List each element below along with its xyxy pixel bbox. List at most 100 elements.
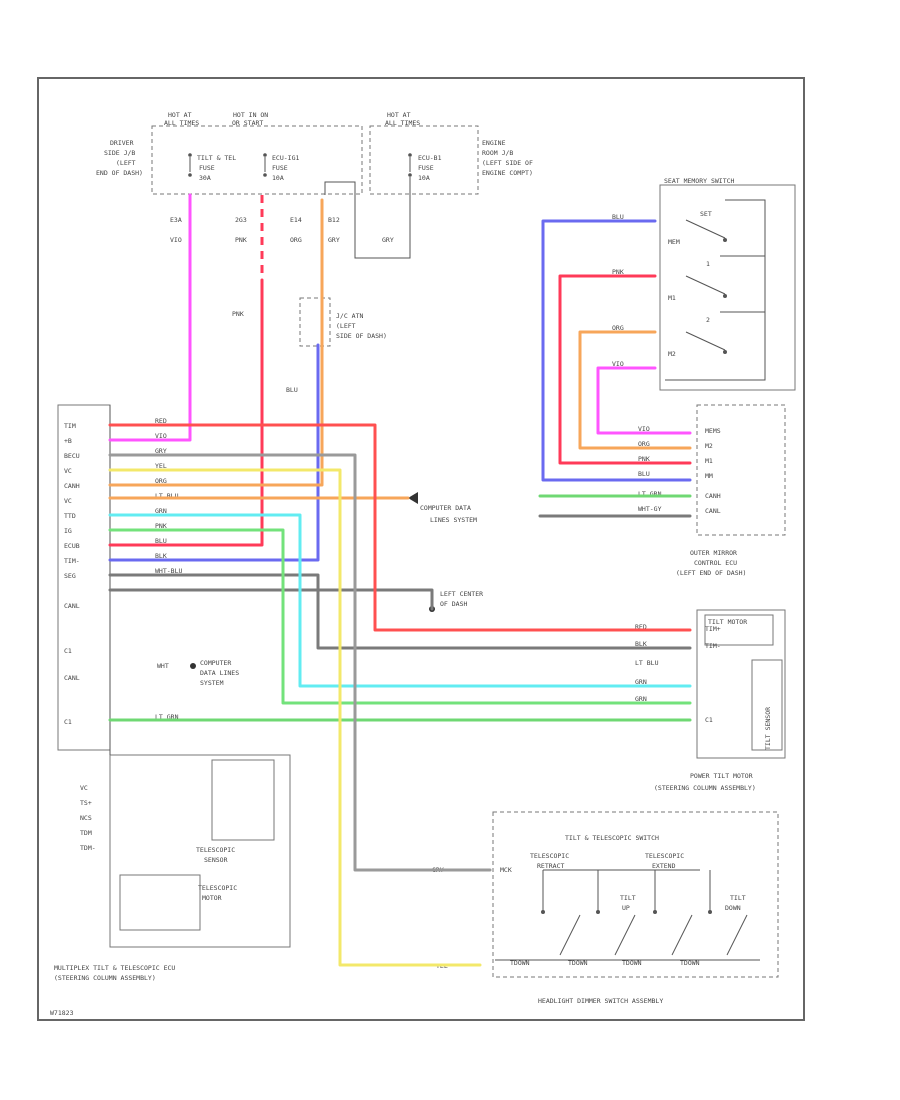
grp-4: TILT — [730, 894, 746, 902]
ecu-pin2-3: TDM — [80, 829, 92, 837]
driver-jb-1: DRIVER — [110, 139, 134, 147]
ecu-wire-8: BLU — [155, 537, 167, 545]
ecu-pin2-1: TS+ — [80, 799, 92, 807]
conn-c3: E14 — [290, 216, 302, 224]
wire-seat-org — [578, 330, 692, 450]
tm-title-2: (STEERING COLUMN ASSEMBLY) — [654, 784, 756, 792]
wire-org-canh — [108, 198, 324, 487]
ecu-pin-15: C1 — [64, 647, 72, 655]
driver-jb-4: END OF DASH) — [96, 169, 143, 177]
computer-data-lines: COMPUTER DATA LINES SYSTEM COMPUTER DATA… — [157, 492, 477, 687]
om-title-1: OUTER MIRROR — [690, 549, 737, 557]
ecu-pin-9: TIM- — [64, 557, 80, 565]
om-pin-3: MM — [705, 472, 713, 480]
ecu-wire-4: ORG — [155, 477, 167, 485]
om-pin-4: CANH — [705, 492, 721, 500]
ecu-wire-5: LT BLU — [155, 492, 179, 500]
ecu-wire-2: GRY — [155, 447, 167, 455]
ecu-lower-box — [109, 754, 291, 948]
seat-pin-m2: M2 — [668, 350, 676, 358]
pos-1: TDOWN — [510, 959, 530, 967]
om-pin-2: M1 — [705, 457, 713, 465]
fuse3-1: ECU-B1 — [418, 154, 442, 162]
splice-3: SIDE OF DASH) — [336, 332, 387, 340]
om-pin-0: MEMS — [705, 427, 721, 435]
wire-yel — [108, 468, 482, 967]
comp-b-2: DATA LINES — [200, 669, 239, 677]
multiplex-ecu: TIM+BBECUVCCANHVCTTDIGECUBTIM-SEGCANLC1R… — [54, 404, 291, 982]
comp-wht: WHT — [157, 662, 169, 670]
pin-mck: MCK — [500, 866, 512, 874]
om-wire-3: BLU — [638, 470, 650, 478]
ecu-pin-4: CANH — [64, 482, 80, 490]
fuse1-1: TILT & TEL — [197, 154, 236, 162]
fuse-section: HOT AT ALL TIMES HOT IN ON OR START HOT … — [96, 111, 533, 259]
ecu-pin2-2: NCS — [80, 814, 92, 822]
ecu-wire-9: BLK — [155, 552, 167, 560]
ground-2: OF DASH — [440, 600, 467, 608]
ecu-pin-3: VC — [64, 467, 72, 475]
fuse1-2: FUSE — [199, 164, 215, 172]
ecu-pin2-0: VC — [80, 784, 88, 792]
seat-wire-0: BLU — [612, 213, 624, 221]
ecu-wire-7: PNK — [155, 522, 167, 530]
grp-1: TELESCOPIC — [530, 852, 569, 860]
fuse3-3: 10A — [418, 174, 430, 182]
ecu-wire-c1: C1 — [64, 718, 72, 726]
conn-c1w: VIO — [170, 236, 182, 244]
ecu-pin-7: IG — [64, 527, 72, 535]
hot3-line2: ALL TIMES — [385, 119, 420, 127]
seat-switch-title: SEAT MEMORY SWITCH — [664, 177, 735, 185]
hot2-line1: HOT IN ON — [233, 111, 268, 119]
hot2-line2: OR START — [232, 119, 263, 127]
fuse2-2: FUSE — [272, 164, 288, 172]
tm-wire-0: RED — [635, 623, 647, 631]
fuse2-1: ECU-IG1 — [272, 154, 299, 162]
comp-a-2: LINES SYSTEM — [430, 516, 477, 524]
tilt-switch-title: TILT & TELESCOPIC SWITCH — [565, 834, 659, 842]
tilt-sensor-box — [751, 659, 783, 751]
fuse-symbol-3 — [408, 153, 412, 177]
seat-memory-switch: SEAT MEMORY SWITCH SET 1 2 MEM M1 M2 — [659, 177, 796, 391]
diagram-border — [37, 77, 805, 1021]
tm-pin-5: C1 — [705, 716, 713, 724]
act-1: RETRACT — [537, 862, 564, 870]
tilt-motor-inner — [704, 614, 774, 646]
ecu-wire-canl: CANL — [64, 674, 80, 682]
seat-wire-3: VIO — [612, 360, 624, 368]
act-4: DOWN — [725, 904, 741, 912]
arrow-computer-a — [408, 492, 418, 504]
conn-c1: E3A — [170, 216, 182, 224]
engine-jb-box — [369, 125, 479, 195]
driver-jb-3: (LEFT — [116, 159, 136, 167]
hot1-line2: ALL TIMES — [164, 119, 199, 127]
om-wire-2: PNK — [638, 455, 650, 463]
ecu-wire-3: YEL — [155, 462, 167, 470]
tilt-telescopic-switch: TILT & TELESCOPIC SWITCH TELESCOPIC RETR… — [432, 811, 779, 1005]
pos-2: TDOWN — [568, 959, 588, 967]
tel-motor-2: MOTOR — [202, 894, 222, 902]
seat-set: SET — [700, 210, 712, 218]
ecu-wire-ltgrn: LT GRN — [155, 713, 179, 721]
ecu-pin-5: VC — [64, 497, 72, 505]
driver-jb-2: SIDE J/B — [104, 149, 135, 157]
seat-pin-m1: M1 — [668, 294, 676, 302]
wire-vio-b — [108, 193, 192, 442]
fuse1-3: 30A — [199, 174, 211, 182]
splice-2: (LEFT — [336, 322, 356, 330]
act-2: EXTEND — [652, 862, 676, 870]
driver-jb-box — [151, 125, 363, 195]
tel-sensor-2: SENSOR — [204, 856, 228, 864]
ecu-pin-8: ECUB — [64, 542, 80, 550]
wire-blk — [108, 573, 692, 650]
tm-wire-3: GRN — [635, 678, 647, 686]
comp-a-1: COMPUTER DATA — [420, 504, 471, 512]
engine-jb-3: (LEFT SIDE OF — [482, 159, 533, 167]
gry-loop — [324, 181, 411, 259]
act-3: UP — [622, 904, 630, 912]
ecu-pin-12: CANL — [64, 602, 80, 610]
